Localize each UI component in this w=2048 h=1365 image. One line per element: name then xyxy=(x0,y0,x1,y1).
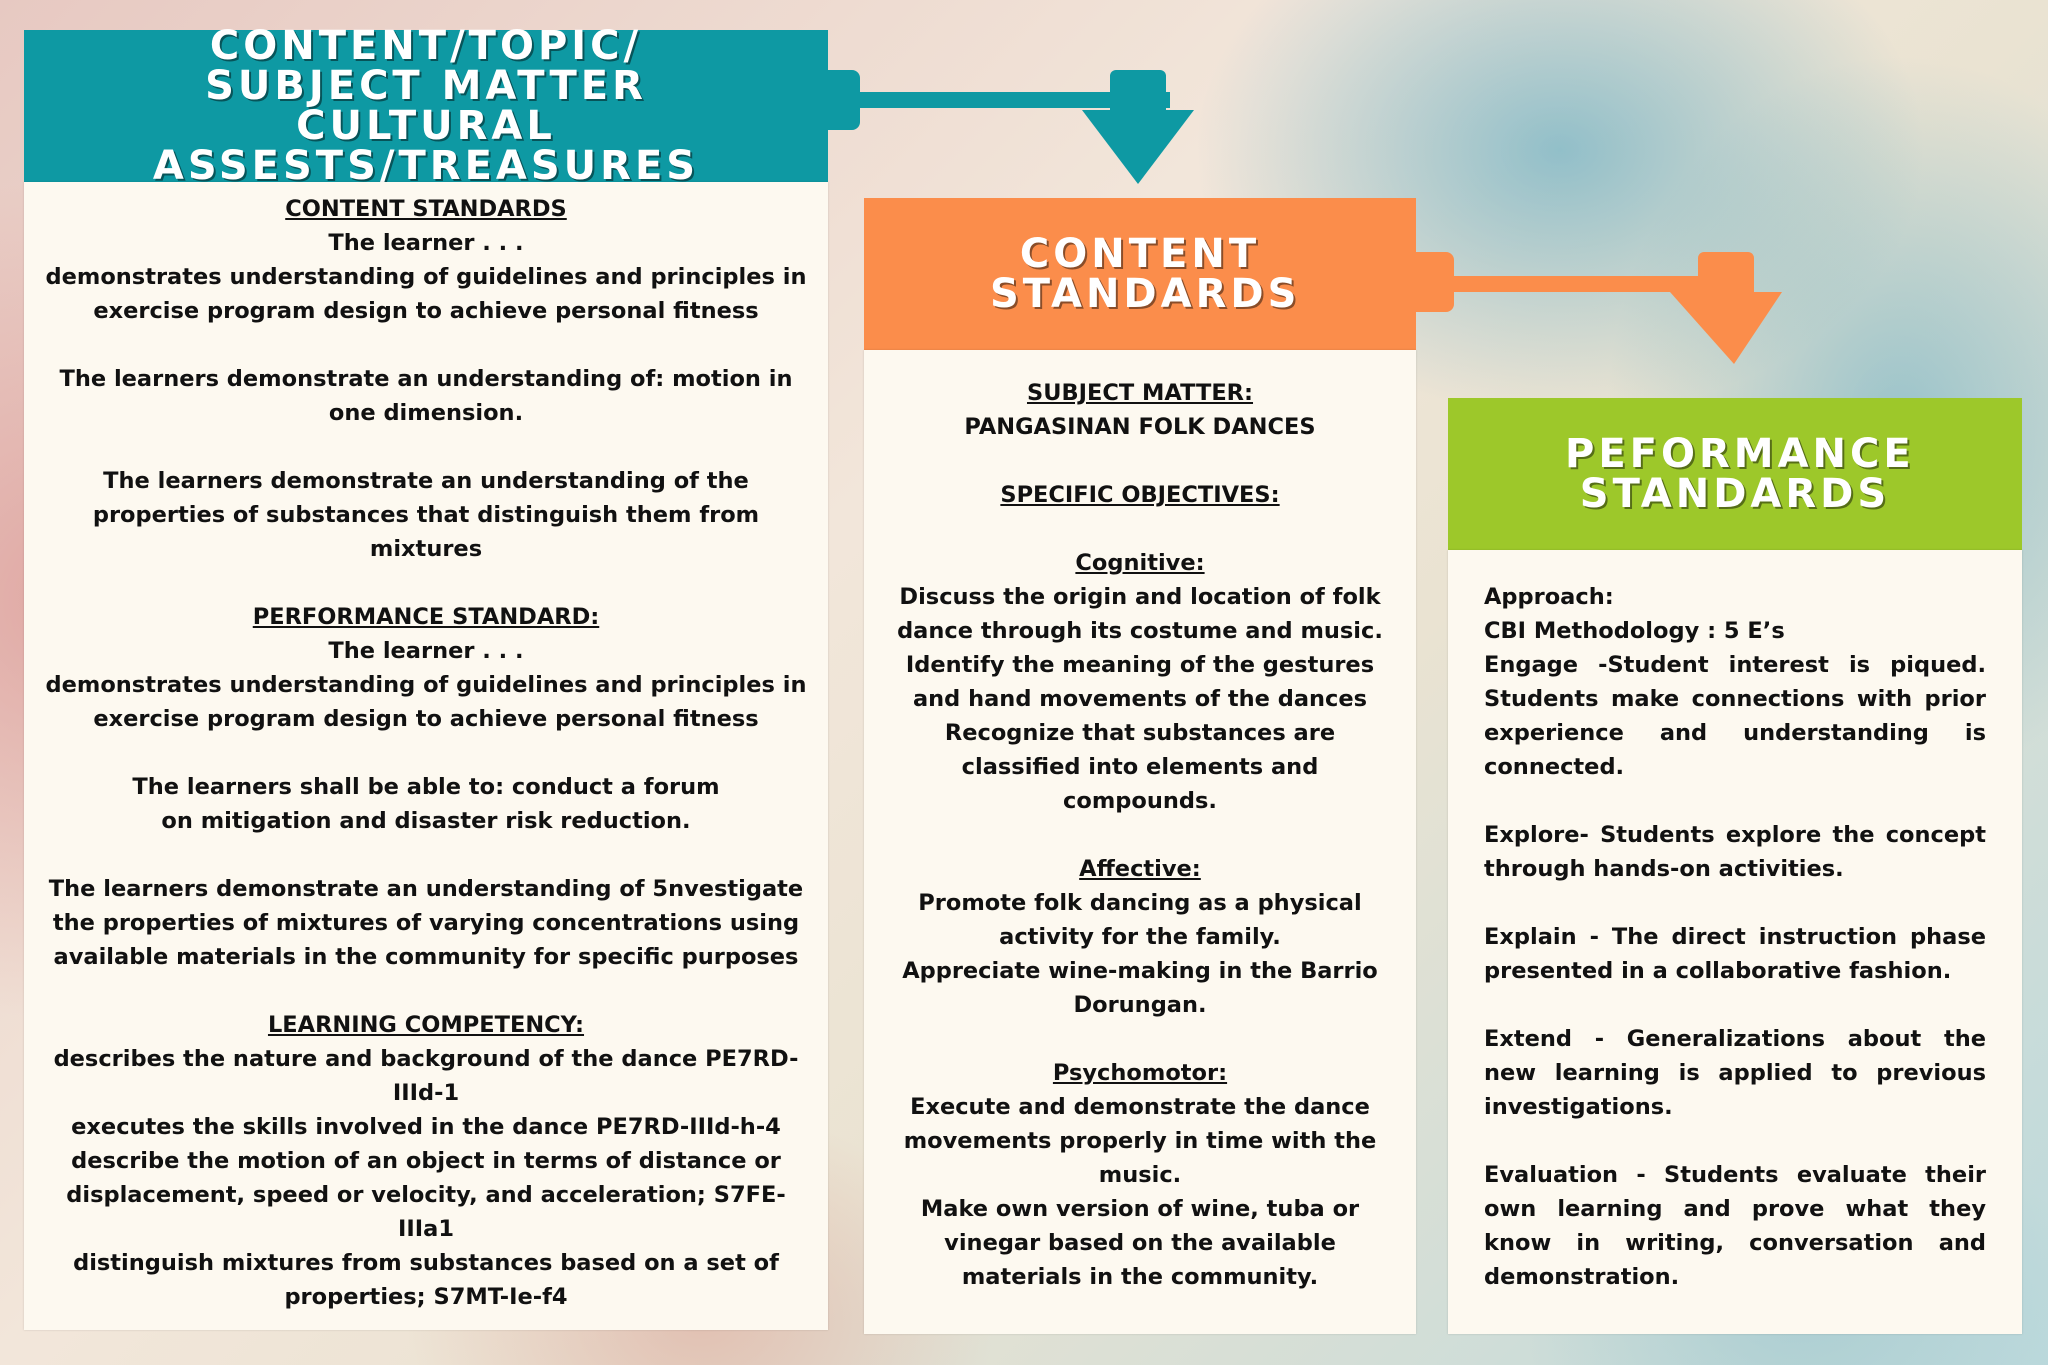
evaluation-phase: Evaluation - Students evaluate their own… xyxy=(1484,1162,1986,1290)
cognitive-objective-2: Identify the meaning of the gestures and… xyxy=(905,652,1375,712)
extend-phase: Extend - Generalizations about the new l… xyxy=(1484,1026,1986,1120)
orange-connector-arrow xyxy=(1408,252,1782,364)
approach-label: Approach: xyxy=(1484,584,1614,610)
performance-standards-text: Approach: CBI Methodology : 5 E’s Engage… xyxy=(1484,580,1986,1294)
content-standard-1: demonstrates understanding of guidelines… xyxy=(45,264,807,324)
specific-objectives-heading: SPECIFIC OBJECTIVES: xyxy=(1000,482,1280,508)
subject-matter-heading: SUBJECT MATTER: xyxy=(1026,380,1254,406)
content-standard-3: The learners demonstrate an understandin… xyxy=(92,468,760,562)
affective-objective-1: Promote folk dancing as a physical activ… xyxy=(918,890,1362,950)
performance-standards-header: PEFORMANCE STANDARDS xyxy=(1448,398,2022,550)
learner-label-2: The learner . . . xyxy=(328,638,524,664)
affective-heading: Affective: xyxy=(1079,856,1201,882)
engage-phase: Engage -Student interest is piqued. Stud… xyxy=(1484,652,1986,780)
content-standards-title: CONTENT STANDARDS xyxy=(990,231,1301,317)
performance-standard-heading: PERFORMANCE STANDARD: xyxy=(252,604,600,630)
explain-phase: Explain - The direct instruction phase p… xyxy=(1484,924,1986,984)
cognitive-objective-3: Recognize that substances are classified… xyxy=(944,720,1336,814)
affective-objective-2: Appreciate wine-making in the Barrio Dor… xyxy=(902,958,1378,1018)
content-standards-header: CONTENT STANDARDS xyxy=(864,198,1416,350)
content-topic-text: CONTENT STANDARDS The learner . . . demo… xyxy=(36,192,816,1314)
content-standards-text: SUBJECT MATTER: PANGASINAN FOLK DANCES S… xyxy=(880,376,1400,1294)
performance-standard-3: The learners demonstrate an understandin… xyxy=(48,876,804,970)
subject-matter: PANGASINAN FOLK DANCES xyxy=(964,414,1316,440)
cognitive-objective-1: Discuss the origin and location of folk … xyxy=(897,584,1383,644)
learner-label-1: The learner . . . xyxy=(328,230,524,256)
content-standard-2: The learners demonstrate an understandin… xyxy=(59,366,793,426)
psychomotor-objective-1: Execute and demonstrate the dance moveme… xyxy=(903,1094,1377,1188)
performance-standard-2: The learners shall be able to: conduct a… xyxy=(132,774,720,834)
performance-standards-panel xyxy=(1448,550,2022,1334)
methodology-label: CBI Methodology : 5 E’s xyxy=(1484,618,1785,644)
content-topic-panel xyxy=(24,182,828,1330)
learning-competency-2: executes the skills involved in the danc… xyxy=(71,1114,781,1140)
content-topic-header: CONTENT/TOPIC/ SUBJECT MATTER CULTURAL A… xyxy=(24,26,828,186)
learning-competency-1: describes the nature and background of t… xyxy=(53,1046,799,1106)
learning-competency-3: describe the motion of an object in term… xyxy=(66,1148,786,1242)
learning-competency-4: distinguish mixtures from substances bas… xyxy=(73,1250,779,1310)
content-topic-title: CONTENT/TOPIC/ SUBJECT MATTER CULTURAL A… xyxy=(152,23,700,189)
performance-standard-1: demonstrates understanding of guidelines… xyxy=(45,672,807,732)
psychomotor-objective-2: Make own version of wine, tuba or vinega… xyxy=(920,1196,1360,1290)
content-standards-heading: CONTENT STANDARDS xyxy=(285,196,567,222)
explore-phase: Explore- Students explore the concept th… xyxy=(1484,822,1986,882)
teal-connector-arrow xyxy=(820,70,1194,184)
psychomotor-heading: Psychomotor: xyxy=(1052,1060,1228,1086)
performance-standards-title: PEFORMANCE STANDARDS xyxy=(1565,431,1915,517)
content-standards-panel xyxy=(864,350,1416,1334)
learning-competency-heading: LEARNING COMPETENCY: xyxy=(267,1012,585,1038)
cognitive-heading: Cognitive: xyxy=(1075,550,1205,576)
